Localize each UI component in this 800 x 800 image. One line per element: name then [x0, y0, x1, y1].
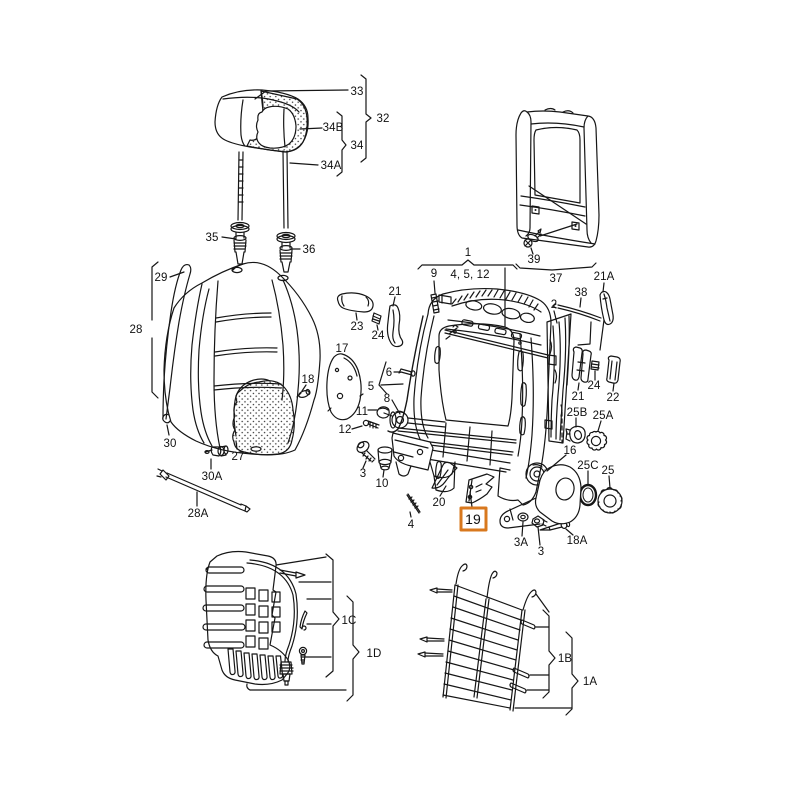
- svg-text:18A: 18A: [567, 535, 588, 547]
- svg-text:37: 37: [550, 273, 563, 285]
- svg-text:35: 35: [206, 232, 219, 244]
- svg-text:1A: 1A: [583, 676, 597, 688]
- svg-text:2: 2: [551, 299, 558, 311]
- svg-text:30: 30: [164, 438, 177, 450]
- svg-text:36: 36: [303, 244, 316, 256]
- svg-text:1: 1: [465, 247, 472, 259]
- svg-text:34B: 34B: [323, 122, 344, 134]
- svg-text:22: 22: [607, 392, 620, 404]
- svg-text:28A: 28A: [188, 508, 209, 520]
- svg-text:5: 5: [368, 381, 375, 393]
- svg-text:10: 10: [376, 478, 389, 490]
- svg-text:6: 6: [386, 367, 393, 379]
- svg-text:21: 21: [389, 286, 402, 298]
- svg-text:33: 33: [351, 86, 364, 98]
- svg-text:8: 8: [384, 393, 391, 405]
- svg-text:4, 5, 12: 4, 5, 12: [450, 269, 489, 281]
- svg-text:34: 34: [351, 140, 364, 152]
- svg-text:1C: 1C: [342, 615, 357, 627]
- svg-text:23: 23: [351, 321, 364, 333]
- svg-text:12: 12: [339, 424, 352, 436]
- svg-text:25: 25: [602, 465, 615, 477]
- svg-text:3: 3: [360, 468, 367, 480]
- svg-text:11: 11: [356, 406, 368, 418]
- svg-text:21A: 21A: [594, 271, 615, 283]
- svg-text:3A: 3A: [514, 537, 528, 549]
- svg-text:9: 9: [431, 268, 438, 280]
- svg-text:25C: 25C: [577, 460, 598, 472]
- svg-text:28: 28: [130, 324, 143, 336]
- svg-text:21: 21: [572, 391, 585, 403]
- svg-text:24: 24: [372, 330, 385, 342]
- svg-text:19: 19: [465, 511, 481, 527]
- svg-text:17: 17: [336, 343, 349, 355]
- svg-text:1B: 1B: [558, 653, 572, 665]
- svg-text:25B: 25B: [567, 407, 588, 419]
- svg-text:4: 4: [408, 519, 415, 531]
- svg-text:16: 16: [564, 445, 577, 457]
- svg-text:25A: 25A: [593, 410, 614, 422]
- svg-text:30A: 30A: [202, 471, 223, 483]
- svg-text:1D: 1D: [367, 648, 382, 660]
- svg-text:24: 24: [588, 380, 601, 392]
- svg-text:29: 29: [155, 272, 168, 284]
- svg-text:38: 38: [575, 287, 588, 299]
- svg-text:20: 20: [433, 497, 446, 509]
- svg-text:27: 27: [232, 451, 245, 463]
- svg-text:18: 18: [302, 374, 315, 386]
- svg-text:32: 32: [377, 113, 390, 125]
- svg-text:34A: 34A: [321, 160, 342, 172]
- svg-text:3: 3: [538, 546, 545, 558]
- svg-text:39: 39: [528, 254, 541, 266]
